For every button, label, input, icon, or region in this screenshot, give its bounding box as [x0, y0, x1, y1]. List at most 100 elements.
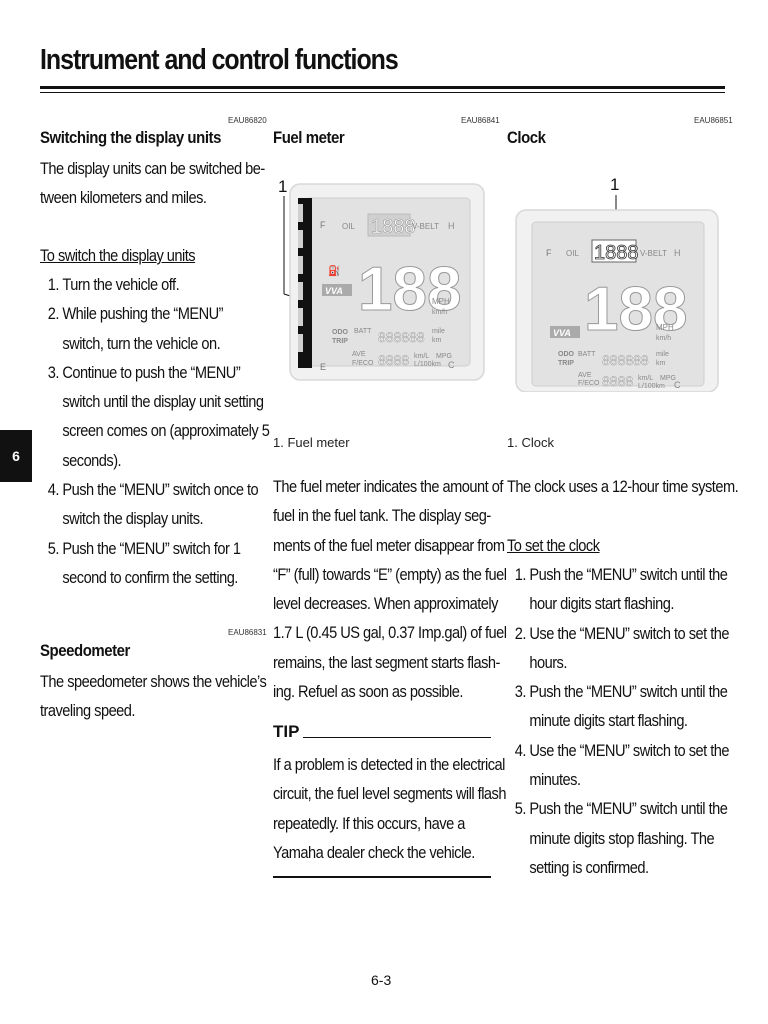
- step-body: While pushing the “MENU”switch, turn the…: [62, 299, 265, 358]
- text-content: fuel in the fuel tank. The display seg-: [273, 506, 491, 526]
- text-line: fuel in the fuel tank. The display seg-: [273, 501, 491, 530]
- svg-text:V-BELT: V-BELT: [412, 222, 439, 231]
- svg-text:F/ECO: F/ECO: [578, 380, 600, 387]
- page-number: 6-3: [371, 972, 392, 988]
- step-number: 2.: [47, 304, 60, 324]
- svg-text:OIL: OIL: [342, 222, 355, 231]
- step-item: 2.While pushing the “MENU”switch, turn t…: [40, 299, 265, 358]
- step-text: Continue to push the “MENU”: [62, 362, 241, 382]
- svg-text:F/ECO: F/ECO: [352, 360, 374, 367]
- svg-text:AVE: AVE: [352, 351, 366, 358]
- clock-digits: 1888: [594, 242, 639, 264]
- tip-text: If a problem is detected in the electric…: [273, 750, 506, 867]
- clock-figure: 1 F OIL 1888 V-BELT H 188 VVA MPH km/h O…: [515, 175, 719, 392]
- step-item: 5.Push the “MENU” switch until the minute…: [507, 794, 728, 882]
- speed-digits: 188: [358, 255, 461, 324]
- step-text: switch the display units.: [62, 509, 204, 529]
- step-text: Push the “MENU” switch until the: [529, 565, 728, 584]
- tip-box: TIP: [273, 722, 491, 742]
- svg-text:km/L: km/L: [638, 375, 653, 382]
- step-body: Turn the vehicle off.: [62, 270, 265, 299]
- text-line: Yamaha dealer check the vehicle.: [273, 838, 491, 867]
- ref-code: EAU86851: [694, 116, 733, 125]
- section-heading-display-units: Switching the display units: [40, 128, 221, 147]
- text-line: level decreases. When approximately: [273, 589, 498, 618]
- text-content: Yamaha dealer check the vehicle.: [273, 842, 475, 862]
- svg-text:888888: 888888: [602, 352, 649, 368]
- step-text: minute digits stop flashing. The: [529, 828, 715, 848]
- subheading-switch-units: To switch the display units: [40, 241, 196, 270]
- svg-text:V-BELT: V-BELT: [640, 249, 667, 258]
- svg-text:E: E: [320, 362, 326, 372]
- speed-digits: 188: [584, 275, 687, 344]
- text-content: remains, the last segment starts flash-: [273, 652, 500, 672]
- step-number: 5.: [514, 799, 527, 819]
- svg-text:ODO: ODO: [558, 351, 575, 358]
- display-units-intro: The display units can be switched be- tw…: [40, 154, 265, 213]
- step-body: Continue to push the “MENU” switch until …: [62, 358, 269, 475]
- tip-label: TIP: [273, 722, 300, 741]
- text-line: 1.7 L (0.45 US gal, 0.37 Imp.gal) of fue…: [273, 618, 507, 647]
- svg-text:MPH: MPH: [432, 297, 450, 306]
- section-heading-clock: Clock: [507, 128, 546, 147]
- step-text: Push the “MENU” switch until the: [529, 682, 728, 702]
- clock-text: The clock uses a 12-hour time system.: [507, 472, 739, 501]
- title-rule: [40, 86, 725, 89]
- section-heading-speedometer: Speedometer: [40, 641, 130, 660]
- svg-text:MPG: MPG: [660, 375, 676, 382]
- text-content: The fuel meter indicates the amount of: [273, 477, 503, 496]
- step-item: 1.Turn the vehicle off.: [40, 270, 265, 299]
- step-text: hour digits start flashing.: [529, 594, 674, 614]
- step-line: switch the display units.: [62, 509, 203, 528]
- step-number: 4.: [47, 480, 60, 500]
- fuel-pump-icon: ⛽: [328, 264, 340, 277]
- step-text: screen comes on (approximately 5: [62, 421, 270, 441]
- step-line: switch until the display unit setting: [62, 387, 265, 416]
- page-title: Instrument and control functions: [40, 44, 399, 76]
- text-line: circuit, the fuel level segments will fl…: [273, 779, 506, 808]
- text-line: The clock uses a 12-hour time system.: [507, 477, 739, 496]
- subheading: To switch the display units: [40, 246, 196, 265]
- step-number: 4.: [514, 740, 527, 760]
- svg-text:km/L: km/L: [414, 353, 429, 360]
- svg-text:km: km: [432, 337, 442, 344]
- step-line: second to confirm the setting.: [62, 568, 238, 587]
- step-line: switch, turn the vehicle on.: [62, 334, 220, 353]
- figure-caption: 1. Fuel meter: [273, 435, 350, 450]
- step-line: screen comes on (approximately 5: [62, 416, 269, 445]
- chapter-tab: 6: [0, 430, 32, 482]
- step-number: 5.: [47, 538, 60, 558]
- step-line: minutes.: [529, 770, 581, 789]
- svg-text:BATT: BATT: [354, 328, 372, 335]
- step-line: Push the “MENU” switch until the: [529, 560, 728, 589]
- svg-text:L/100km: L/100km: [638, 383, 665, 390]
- logo: VVA: [325, 286, 343, 296]
- svg-text:BATT: BATT: [578, 351, 596, 358]
- text-line: The fuel meter indicates the amount of: [273, 472, 503, 501]
- text-line: repeatedly. If this occurs, have a: [273, 809, 491, 838]
- svg-text:km/h: km/h: [432, 309, 447, 316]
- svg-text:1888: 1888: [371, 216, 416, 238]
- step-line: minute digits stop flashing. The: [529, 824, 726, 853]
- ref-code: EAU86831: [228, 628, 267, 637]
- step-text: seconds).: [62, 450, 122, 470]
- subheading: To set the clock: [507, 536, 600, 555]
- svg-text:H: H: [674, 248, 681, 258]
- text-content: level decreases. When approximately: [273, 594, 498, 614]
- step-line: Push the “MENU” switch until the: [529, 794, 728, 823]
- svg-text:8888: 8888: [378, 352, 409, 368]
- text-line: ing. Refuel as soon as possible.: [273, 677, 491, 706]
- step-body: Push the “MENU” switch until the minute d…: [529, 677, 728, 736]
- subheading-set-clock: To set the clock: [507, 531, 600, 560]
- step-line: Push the “MENU” switch once to: [62, 475, 265, 504]
- svg-text:TRIP: TRIP: [558, 360, 574, 367]
- step-text: minute digits start flashing.: [529, 711, 688, 731]
- svg-text:H: H: [448, 221, 455, 231]
- text-content: ing. Refuel as soon as possible.: [273, 682, 463, 702]
- step-line: Continue to push the “MENU”: [62, 358, 265, 387]
